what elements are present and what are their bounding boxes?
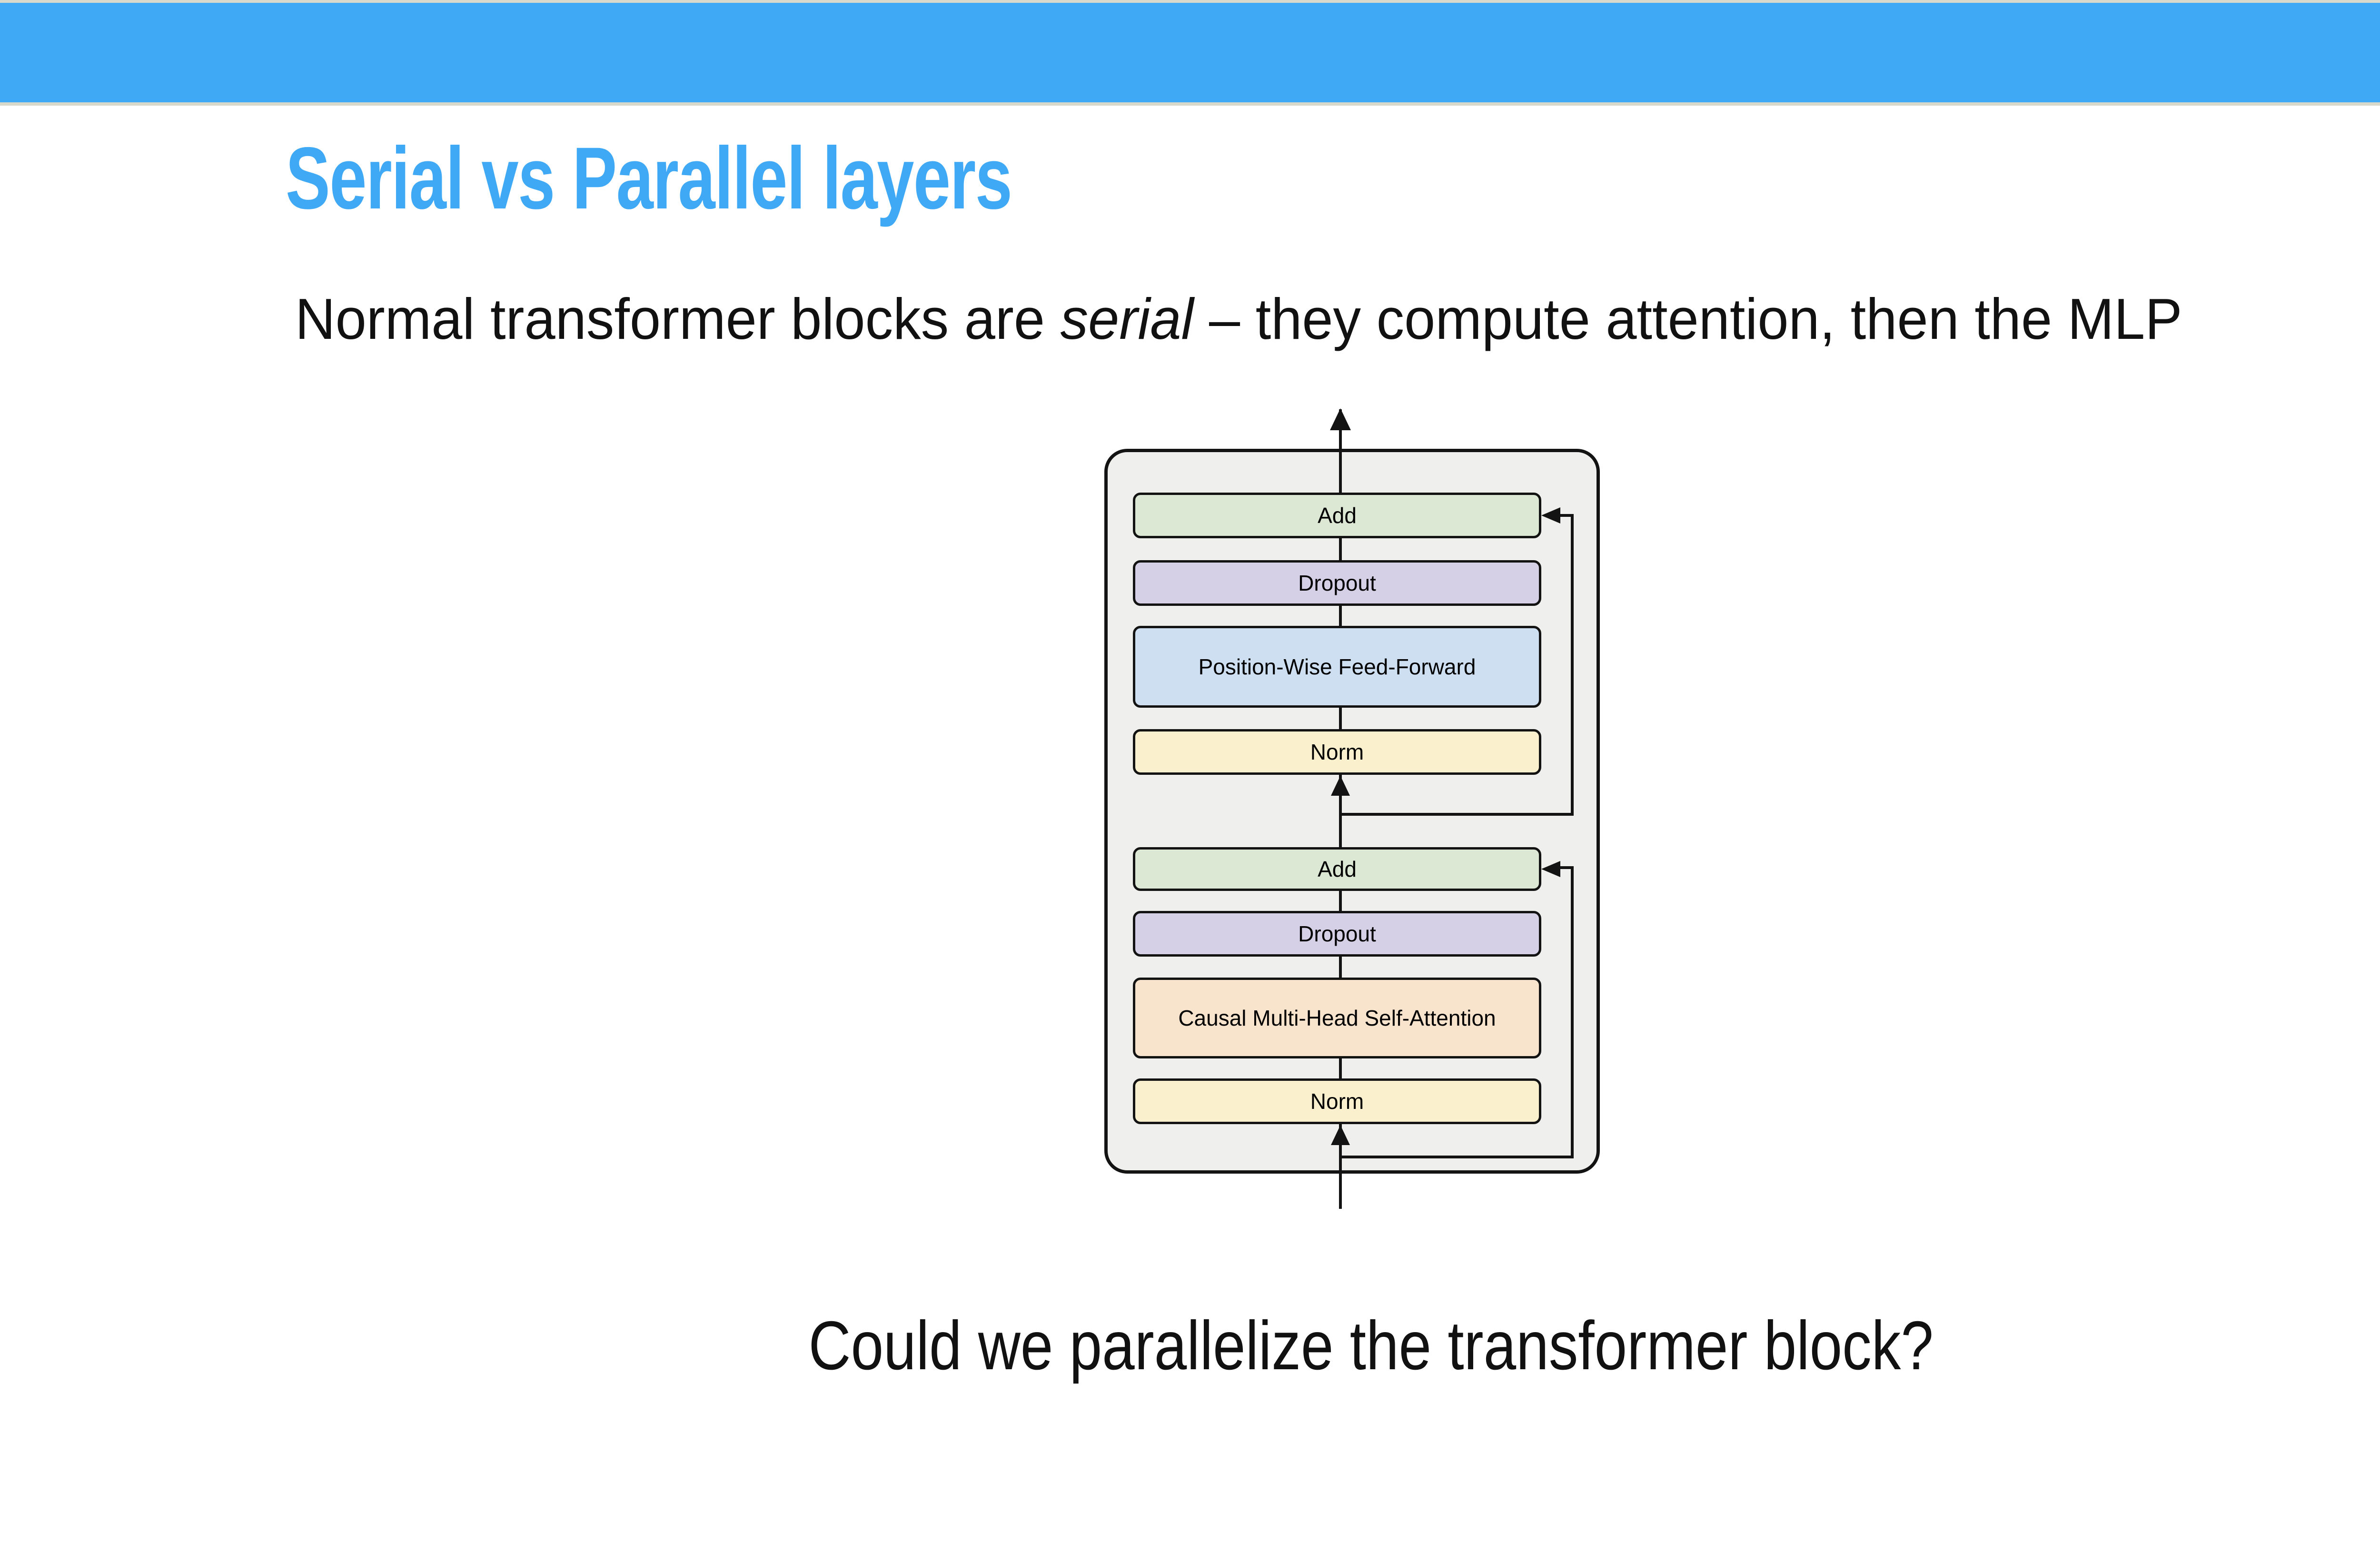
subtitle-pre: Normal transformer blocks are: [295, 287, 1061, 351]
norm2-input-arrowhead-icon: [1331, 1125, 1350, 1145]
transformer-block-outline: [1104, 449, 1600, 1174]
subtitle-emphasis: serial: [1060, 287, 1194, 351]
block-self-attention: Causal Multi-Head Self-Attention: [1133, 978, 1541, 1058]
block-add-lower: Add: [1133, 847, 1541, 891]
question-text: Could we parallelize the transformer blo…: [808, 1307, 1934, 1384]
question-row: Could we parallelize the transformer blo…: [0, 1311, 2380, 1380]
skip2-stub-line: [1557, 866, 1574, 869]
block-dropout-upper: Dropout: [1133, 560, 1541, 606]
block-norm-lower: Norm: [1133, 1078, 1541, 1124]
block-label: Norm: [1310, 1089, 1364, 1114]
header-top-border: [0, 0, 2380, 3]
block-label: Norm: [1310, 740, 1364, 764]
output-arrowhead-icon: [1330, 408, 1351, 430]
slide-subtitle: Normal transformer blocks are serial – t…: [295, 290, 2182, 348]
slide-title: Serial vs Parallel layers: [286, 129, 1012, 227]
block-label: Add: [1318, 503, 1357, 528]
block-add-upper: Add: [1133, 493, 1541, 538]
skip2-branch-line: [1339, 1156, 1574, 1158]
norm1-input-arrowhead-icon: [1331, 776, 1350, 796]
block-label: Dropout: [1298, 571, 1376, 595]
skip2-vertical-line: [1571, 867, 1574, 1158]
skip1-branch-line: [1339, 813, 1574, 816]
block-label: Position-Wise Feed-Forward: [1198, 654, 1476, 679]
subtitle-post: – they compute attention, then the MLP: [1193, 287, 2182, 351]
main-flow-line: [1339, 409, 1342, 1209]
block-dropout-lower: Dropout: [1133, 911, 1541, 957]
block-label: Dropout: [1298, 921, 1376, 946]
block-label: Causal Multi-Head Self-Attention: [1178, 1006, 1496, 1030]
block-norm-upper: Norm: [1133, 729, 1541, 775]
block-feed-forward: Position-Wise Feed-Forward: [1133, 626, 1541, 708]
block-label: Add: [1318, 857, 1357, 881]
skip1-vertical-line: [1571, 515, 1574, 816]
skip2-arrowhead-icon: [1541, 861, 1560, 877]
header-bottom-border: [0, 102, 2380, 106]
header-bar: [0, 3, 2380, 102]
skip1-arrowhead-icon: [1541, 507, 1560, 524]
skip1-stub-line: [1557, 514, 1574, 517]
